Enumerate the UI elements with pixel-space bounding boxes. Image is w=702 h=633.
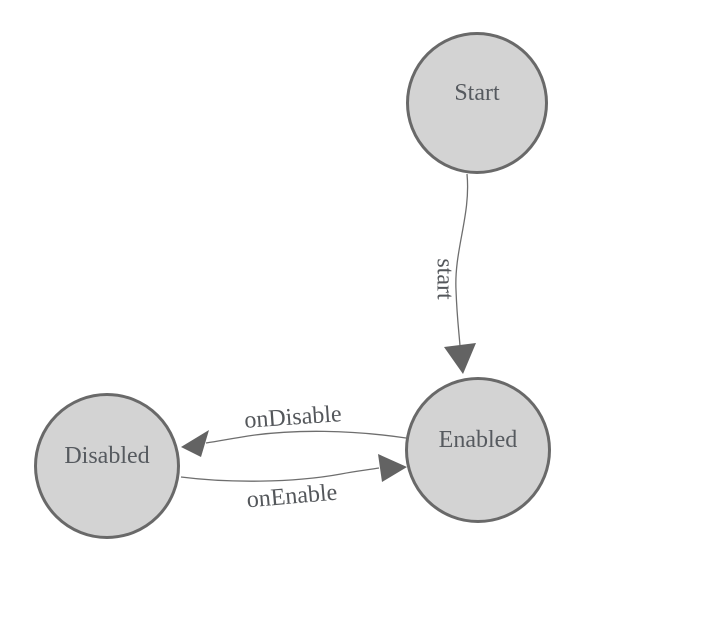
state-node-disabled[interactable]: Disabled — [34, 393, 180, 539]
edge-label-start: start — [431, 258, 458, 300]
state-node-start[interactable]: Start — [406, 32, 548, 174]
arrowhead-enabled-to-disabled-icon — [181, 430, 209, 457]
state-node-enabled[interactable]: Enabled — [405, 377, 551, 523]
arrowhead-disabled-to-enabled-icon — [378, 454, 407, 482]
arrowhead-start-to-enabled-icon — [444, 343, 476, 374]
state-node-enabled-label: Enabled — [438, 427, 518, 453]
edge-enabled-to-disabled — [205, 430, 407, 444]
edge-start-to-enabled — [455, 173, 469, 347]
state-node-disabled-label: Disabled — [64, 443, 150, 469]
edge-disabled-to-enabled — [180, 467, 380, 482]
state-node-start-label: Start — [454, 80, 500, 106]
